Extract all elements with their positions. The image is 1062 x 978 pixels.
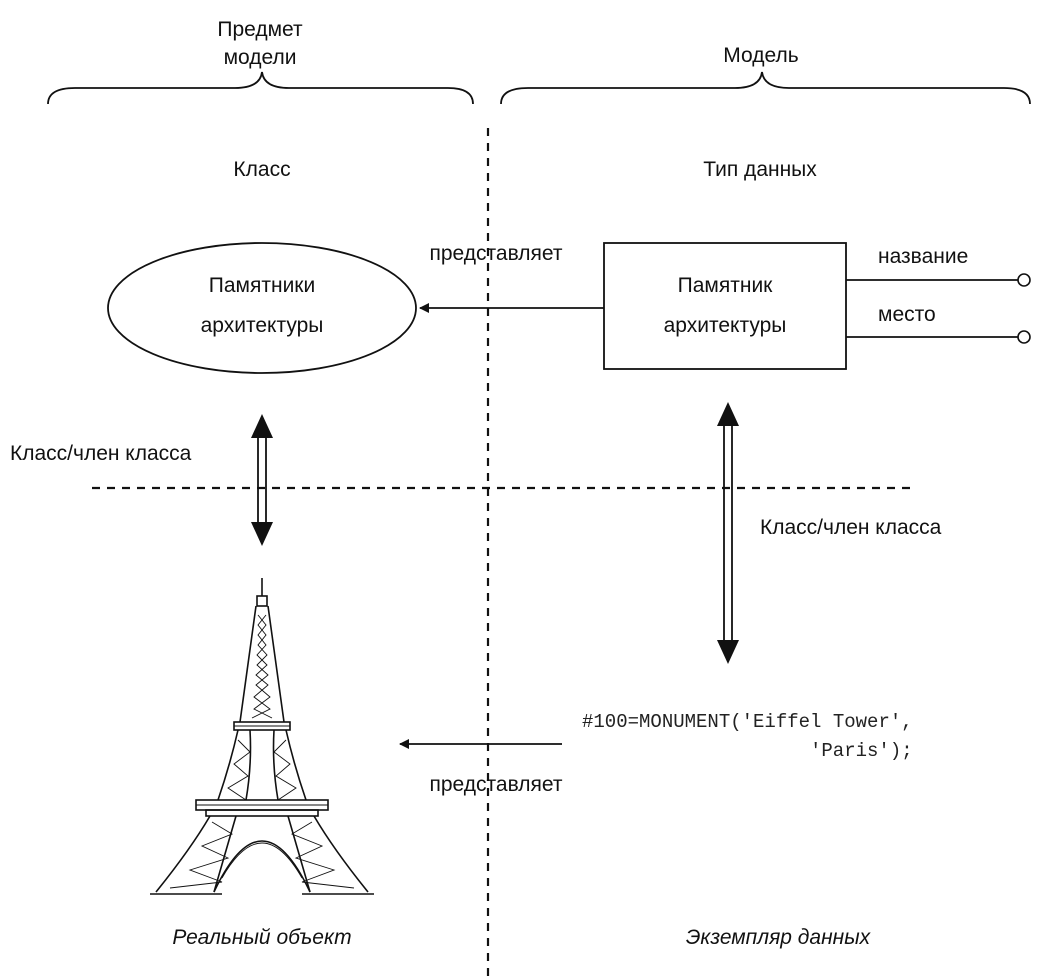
left-column-title: Класс	[233, 158, 290, 181]
datatype-box	[603, 242, 847, 370]
class-ellipse	[107, 242, 417, 374]
attribute-terminal-name	[1017, 273, 1031, 287]
class-member-label-right: Класс/член класса	[760, 516, 942, 539]
header-right: Модель	[723, 44, 798, 67]
attribute-terminal-place	[1017, 330, 1031, 344]
represents-label-bottom: представляет	[430, 773, 563, 796]
class-member-label-left: Класс/член класса	[10, 442, 192, 465]
code-line-2: 'Paris');	[810, 740, 913, 762]
header-left-line1: Предмет	[217, 18, 303, 41]
class-ellipse-line1: Памятники	[209, 274, 315, 297]
header-left-line2: модели	[224, 46, 297, 69]
caption-data-instance: Экземпляр данных	[686, 926, 872, 949]
eiffel-tower-icon	[150, 578, 374, 895]
class-member-arrow-left	[251, 414, 273, 546]
attribute-label-name: название	[878, 245, 968, 268]
class-ellipse-line2: архитектуры	[201, 314, 324, 337]
class-member-arrow-right	[717, 402, 739, 664]
brace-left	[47, 71, 474, 105]
brace-right	[500, 71, 1031, 105]
datatype-box-line1: Памятник	[678, 274, 774, 297]
right-column-title: Тип данных	[703, 158, 817, 181]
datatype-box-line2: архитектуры	[664, 314, 787, 337]
caption-real-object: Реальный объект	[172, 926, 351, 949]
attribute-label-place: место	[878, 303, 936, 326]
code-line-1: #100=MONUMENT('Eiffel Tower',	[582, 711, 913, 733]
represents-label-top: представляет	[430, 242, 563, 265]
